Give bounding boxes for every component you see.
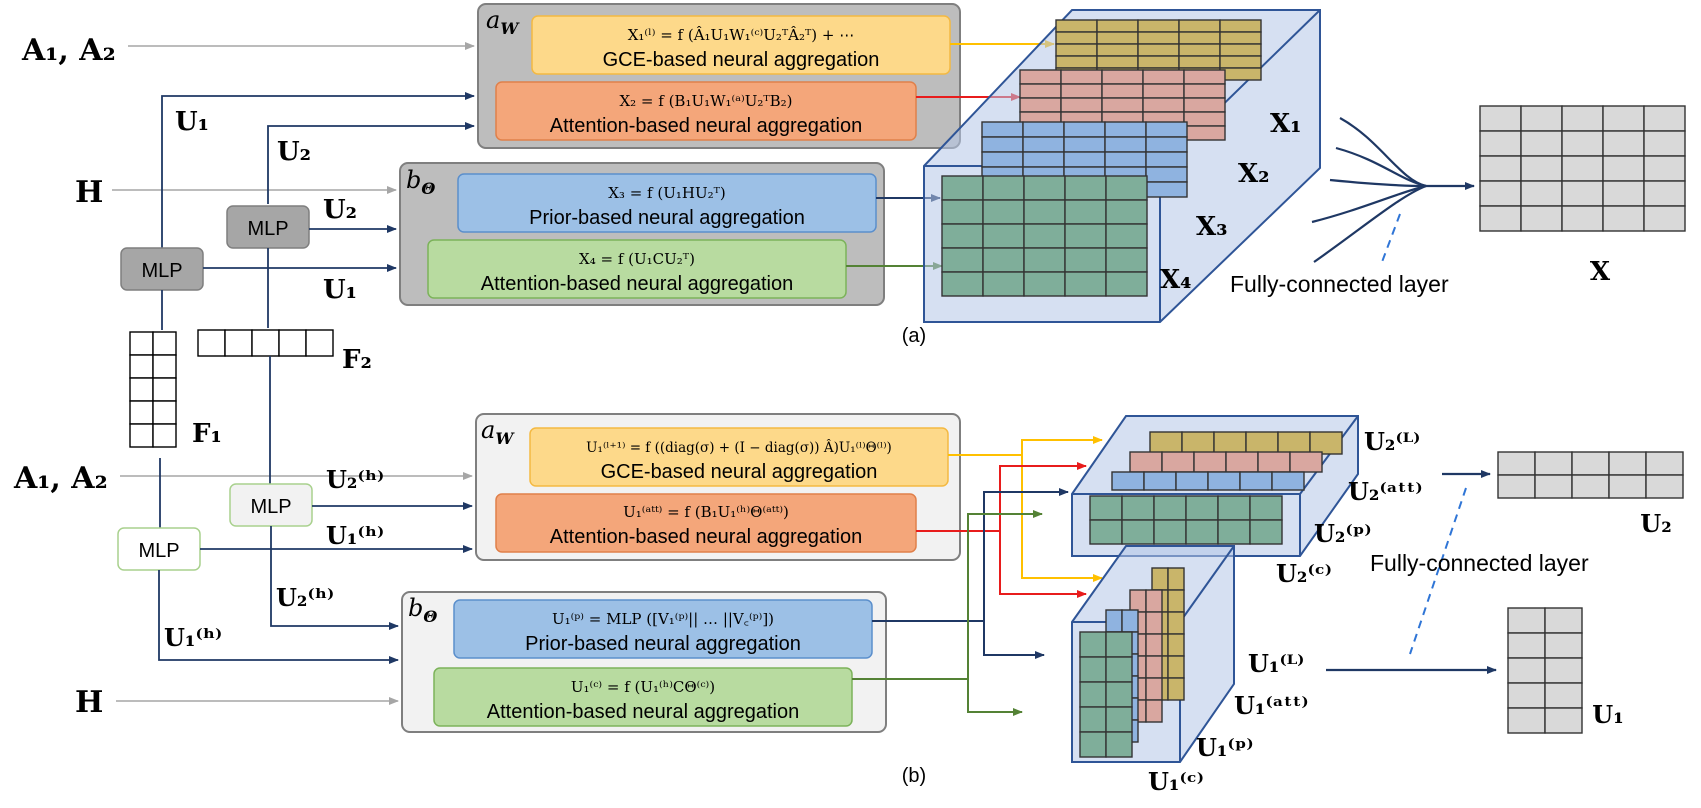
label-u2h-mid: U₂⁽ʰ⁾ <box>276 583 334 612</box>
arrow-gce-to-u1l <box>1021 455 1103 582</box>
input-a1-a2-bottom: A₁, A₂ <box>13 461 108 496</box>
layer-x4 <box>941 175 1148 297</box>
label-u2-mid: U₂ <box>323 195 357 225</box>
f1-cells <box>129 331 177 448</box>
module-a-prior-desc: Prior-based neural aggregation <box>529 207 805 229</box>
fc-dash-b <box>1409 487 1467 655</box>
tensor-cube-a <box>923 9 1321 323</box>
arrow-prior-to-u1p <box>983 621 1045 659</box>
module-b-attention-1: U₁⁽ᵃᵗᵗ⁾ = f (B₁U₁⁽ʰ⁾Θ⁽ᵃᵗᵗ⁾) Attention-ba… <box>495 493 917 553</box>
output-label-u1: U₁ <box>1592 700 1623 729</box>
module-b-att1-desc: Attention-based neural aggregation <box>550 526 862 548</box>
layer-u2-l <box>1149 431 1343 455</box>
module-a-gce-desc: GCE-based neural aggregation <box>603 49 880 71</box>
module-b-prior-formula: U₁⁽ᵖ⁾ = MLP ([V₁⁽ᵖ⁾|| … ||V꜀⁽ᵖ⁾]) <box>552 610 774 628</box>
module-b-att1-formula: U₁⁽ᵃᵗᵗ⁾ = f (B₁U₁⁽ʰ⁾Θ⁽ᵃᵗᵗ⁾) <box>623 503 789 521</box>
label-u1h-mid: U₁⁽ʰ⁾ <box>164 623 222 652</box>
stack-label-u1-p: U₁⁽ᵖ⁾ <box>1196 733 1254 762</box>
stack-label-x1: X₁ <box>1270 109 1302 139</box>
label-u2h-top: U₂⁽ʰ⁾ <box>326 465 384 494</box>
panel-a: A₁, A₂ H aW X₁⁽ˡ⁾ = f (Â₁U₁W₁⁽ᶜ⁾U₂ᵀÂ₂ᵀ) … <box>21 3 1686 347</box>
label-u1-top: U₁ <box>175 107 209 137</box>
f2-cells <box>197 329 334 357</box>
feature-matrix-f2 <box>197 329 334 357</box>
module-b-prior-desc: Prior-based neural aggregation <box>525 633 801 655</box>
tensor-cube-u1 <box>1071 545 1235 763</box>
panel-b: A₁, A₂ H aW U₁⁽ˡ⁺¹⁾ = f ((diag(σ) + (I −… <box>13 356 1684 796</box>
module-a-att1-formula: X₂ = f (B₁U₁W₁⁽ᵃ⁾U₂ᵀB₂) <box>619 92 792 110</box>
stack-label-u2-l: U₂⁽ᴸ⁾ <box>1364 427 1420 456</box>
mlp-b-2-label: MLP <box>250 496 291 518</box>
module-b-att2-desc: Attention-based neural aggregation <box>487 701 799 723</box>
output-x-cells <box>1479 105 1686 232</box>
mlp-a-1-label: MLP <box>141 260 182 282</box>
label-u1-mid: U₁ <box>323 275 357 305</box>
stack-label-u2-att: U₂⁽ᵃᵗᵗ⁾ <box>1348 477 1423 506</box>
mlp-b-1-label: MLP <box>138 540 179 562</box>
arrow-u1-to-aw <box>161 92 475 250</box>
module-a-gce-formula: X₁⁽ˡ⁾ = f (Â₁U₁W₁⁽ᶜ⁾U₂ᵀÂ₂ᵀ) + ⋯ <box>628 26 855 44</box>
arrow-u1h-to-btheta <box>158 570 399 664</box>
arrow-u2-to-aw <box>267 122 475 204</box>
mlp-a-2-label: MLP <box>247 218 288 240</box>
output-matrix-x <box>1479 105 1686 232</box>
layer-u2-c <box>1089 495 1283 545</box>
module-a-prior: X₃ = f (U₁HU₂ᵀ) Prior-based neural aggre… <box>457 173 877 233</box>
label-f1: F₁ <box>192 419 222 449</box>
arrow-prior-to-u2p <box>872 488 1069 622</box>
stack-label-u1-l: U₁⁽ᴸ⁾ <box>1248 649 1304 678</box>
arrow-att2-to-u2c <box>852 510 1043 680</box>
module-a-attention-1: X₂ = f (B₁U₁W₁⁽ᵃ⁾U₂ᵀB₂) Attention-based … <box>495 81 917 141</box>
input-h-top: H <box>75 175 103 210</box>
output-u1-cells <box>1507 607 1583 734</box>
output-matrix-u1 <box>1507 607 1583 734</box>
module-b-gce: U₁⁽ˡ⁺¹⁾ = f ((diag(σ) + (I − diag(σ)) Â)… <box>529 427 949 487</box>
stack-label-u2-p: U₂⁽ᵖ⁾ <box>1314 519 1372 548</box>
input-h-bottom: H <box>75 685 103 720</box>
output-label-x: X <box>1590 257 1611 287</box>
stack-label-u1-att: U₁⁽ᵃᵗᵗ⁾ <box>1234 691 1309 720</box>
module-b-att2-formula: U₁⁽ᶜ⁾ = f (U₁⁽ʰ⁾CΘ⁽ᶜ⁾) <box>571 678 715 696</box>
layer-u2-p <box>1111 471 1305 491</box>
stack-label-u1-c: U₁⁽ᶜ⁾ <box>1148 767 1204 796</box>
module-b-gce-formula: U₁⁽ˡ⁺¹⁾ = f ((diag(σ) + (I − diag(σ)) Â)… <box>586 440 892 456</box>
tensor-cube-u2 <box>1071 415 1359 557</box>
layer-u2-att <box>1129 451 1323 473</box>
arrow-att-to-u2att <box>916 462 1087 532</box>
layer-u1-c <box>1079 631 1133 758</box>
stack-label-x4: X₄ <box>1160 265 1192 295</box>
module-a-prior-formula: X₃ = f (U₁HU₂ᵀ) <box>608 184 726 202</box>
output-label-u2: U₂ <box>1640 509 1671 538</box>
module-b-prior: U₁⁽ᵖ⁾ = MLP ([V₁⁽ᵖ⁾|| … ||V꜀⁽ᵖ⁾]) Prior-… <box>453 599 873 659</box>
stack-label-u2-c: U₂⁽ᶜ⁾ <box>1276 559 1332 588</box>
module-b-attention-2: U₁⁽ᶜ⁾ = f (U₁⁽ʰ⁾CΘ⁽ᶜ⁾) Attention-based n… <box>433 667 853 727</box>
module-a-gce: X₁⁽ˡ⁾ = f (Â₁U₁W₁⁽ᶜ⁾U₂ᵀÂ₂ᵀ) + ⋯ GCE-base… <box>531 15 951 75</box>
fc-label-a: Fully-connected layer <box>1230 271 1449 297</box>
module-a-att1-desc: Attention-based neural aggregation <box>550 115 862 137</box>
arrow-att-to-u1att <box>999 531 1087 598</box>
output-u2-cells <box>1497 451 1684 499</box>
label-u1h-top: U₁⁽ʰ⁾ <box>326 521 384 550</box>
feature-matrix-f1 <box>129 331 177 448</box>
fc-label-b: Fully-connected layer <box>1370 550 1589 576</box>
module-a-attention-2: X₄ = f (U₁CU₂ᵀ) Attention-based neural a… <box>427 239 847 299</box>
fc-fan-a <box>1311 117 1475 263</box>
module-b-gce-desc: GCE-based neural aggregation <box>601 461 878 483</box>
stack-label-x2: X₂ <box>1238 159 1270 189</box>
label-f2: F₂ <box>342 345 372 375</box>
input-a1-a2-top: A₁, A₂ <box>21 33 116 68</box>
arrow-gce-to-u2l <box>948 436 1103 456</box>
label-u2-top: U₂ <box>277 137 311 167</box>
module-a-att2-desc: Attention-based neural aggregation <box>481 273 793 295</box>
output-matrix-u2 <box>1497 451 1684 499</box>
caption-a: (a) <box>902 325 926 347</box>
arrow-u2h-to-btheta <box>270 526 399 630</box>
stack-label-x3: X₃ <box>1196 212 1228 242</box>
module-a-att2-formula: X₄ = f (U₁CU₂ᵀ) <box>579 250 695 268</box>
arrow-att2-to-u1c <box>967 679 1023 716</box>
caption-b: (b) <box>902 765 926 787</box>
